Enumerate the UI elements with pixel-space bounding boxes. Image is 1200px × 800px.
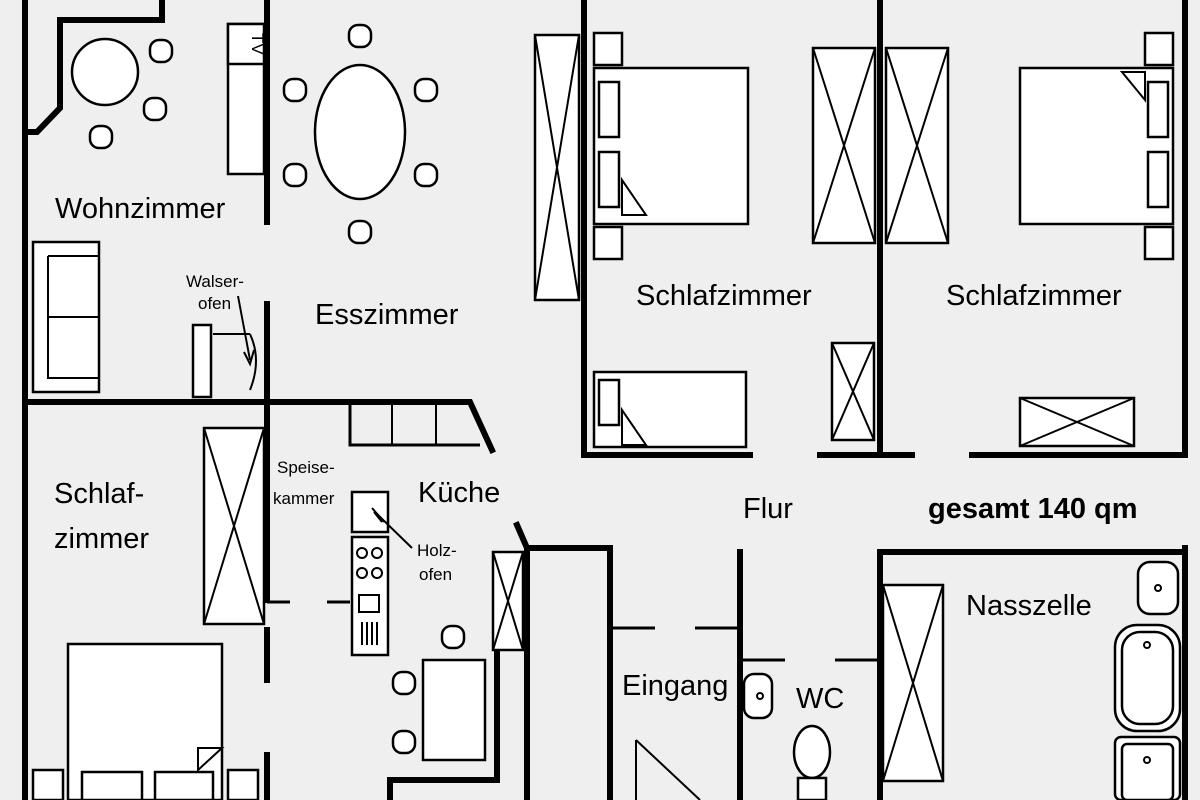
fixture-label-holzofen-2: ofen [419, 565, 452, 584]
kitchen-furniture [350, 402, 525, 762]
entrance-wc-bath-fixtures [635, 560, 1182, 800]
room-label-wohnzimmer: Wohnzimmer [55, 193, 226, 225]
bedroom-2-furniture [884, 31, 1175, 448]
bedroom-3-furniture [31, 426, 266, 800]
fixture-label-walserofen-2: ofen [198, 294, 231, 313]
room-label-schlafzimmer-3-line2: zimmer [54, 523, 149, 555]
living-furniture [31, 22, 266, 394]
room-label-schlafzimmer-3-line1: Schlaf- [54, 478, 144, 510]
room-label-speisekammer-line2: kammer [273, 489, 335, 508]
room-label-nasszelle: Nasszelle [966, 590, 1092, 622]
dining-furniture [191, 23, 439, 399]
room-label-kueche: Küche [418, 477, 500, 509]
fixture-label-walserofen-1: Walser- [186, 272, 244, 291]
room-label-schlafzimmer-2: Schlafzimmer [946, 280, 1122, 312]
total-area-label: gesamt 140 qm [928, 493, 1138, 525]
bedroom-1-furniture [533, 31, 877, 449]
room-label-esszimmer: Esszimmer [315, 299, 459, 331]
room-label-flur: Flur [743, 493, 793, 525]
room-label-eingang: Eingang [622, 670, 728, 702]
room-label-schlafzimmer-1: Schlafzimmer [636, 280, 812, 312]
room-label-speisekammer-line1: Speise- [277, 458, 335, 477]
fixture-label-holzofen-1: Holz- [417, 541, 457, 560]
room-label-wc: WC [796, 683, 844, 715]
walls [22, 0, 1188, 800]
tv-label: TV [248, 33, 267, 55]
